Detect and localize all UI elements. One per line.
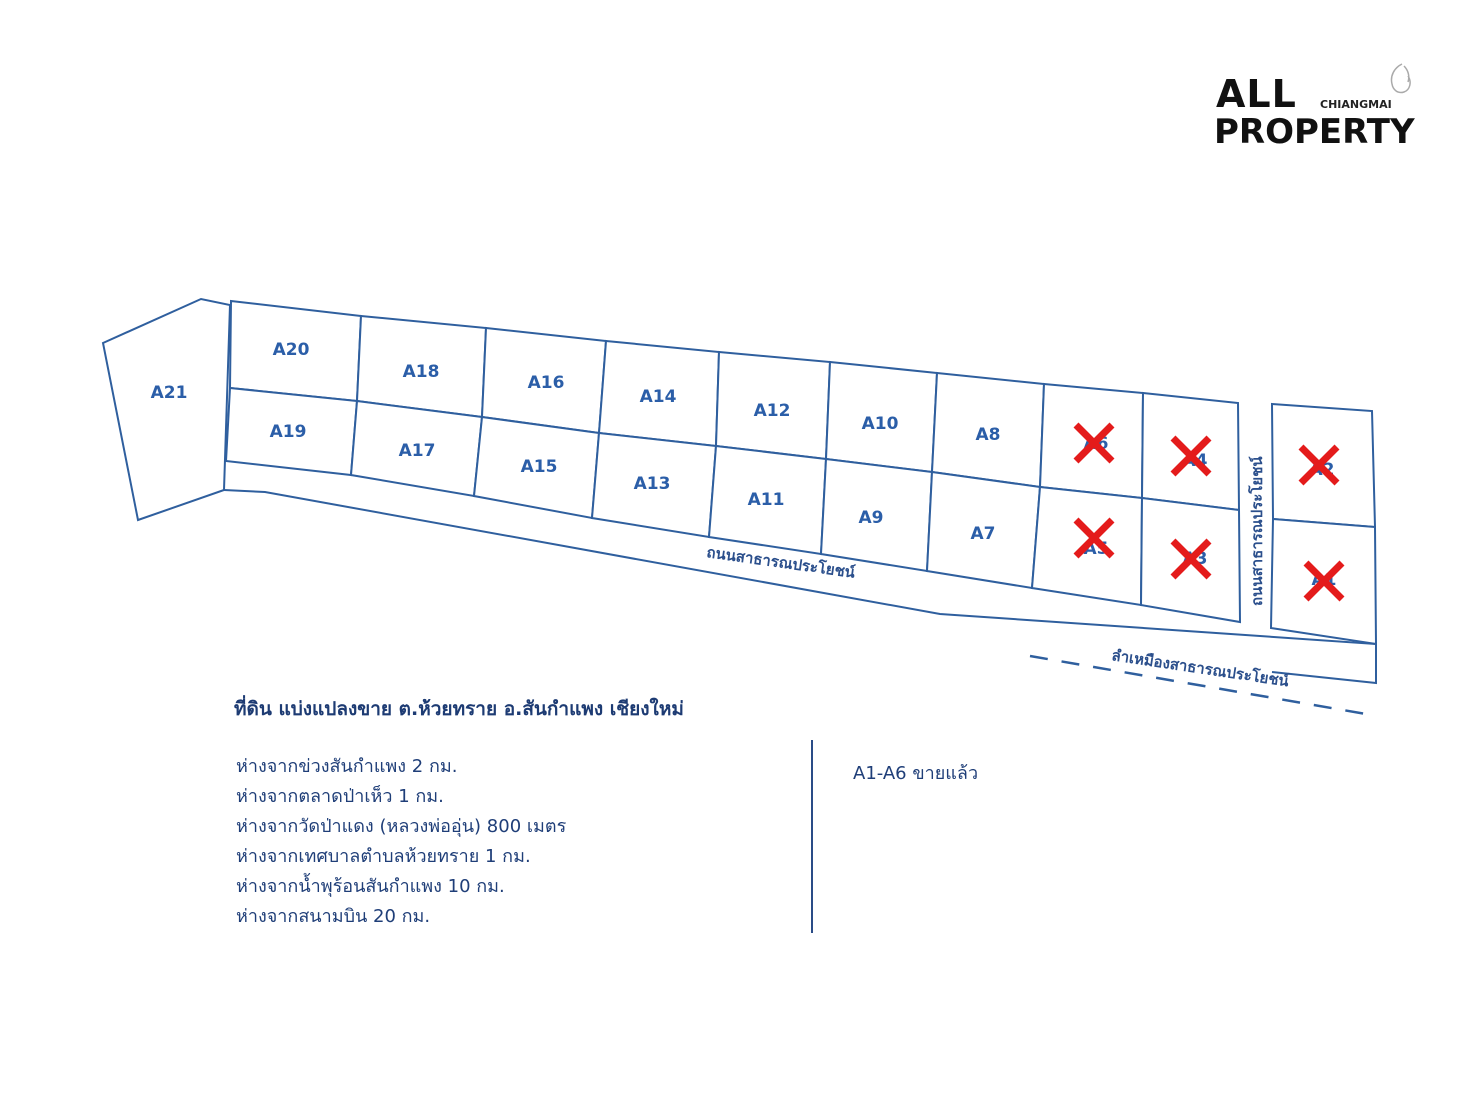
x-mark-icon (1170, 538, 1212, 580)
elephant-icon (1390, 63, 1411, 94)
plot-a21[interactable] (101, 297, 232, 522)
logo-line-all: ALL (1216, 72, 1297, 116)
canal-line (1029, 654, 1367, 716)
plot-label-a15: A15 (521, 457, 558, 477)
plot-label-a18: A18 (403, 362, 440, 382)
plot-label-a11: A11 (748, 490, 785, 510)
sold-note: A1-A6 ขายแล้ว (853, 763, 979, 784)
plot-label-a16: A16 (528, 373, 565, 393)
x-mark-icon (1303, 560, 1345, 602)
divider-line (811, 740, 813, 933)
sold-markers (1073, 422, 1345, 602)
brand-logo: ALL CHIANGMAI PROPERTY (1212, 62, 1422, 154)
x-mark-icon (1073, 517, 1115, 559)
road-label-side: ถนนสาธารณประโยชน์ (1247, 456, 1266, 606)
plot-labels: A21 A20 A19 A18 A17 A16 A15 A14 A13 A12 … (151, 340, 1337, 590)
distance-item: ห่างจากเทศบาลตำบลห้วยทราย 1 กม. (236, 846, 531, 867)
logo-line-property: PROPERTY (1214, 112, 1415, 152)
plot-label-a17: A17 (399, 441, 436, 461)
plot-label-a20: A20 (273, 340, 310, 360)
distance-item: ห่างจากตลาดป่าเห็ว 1 กม. (236, 786, 444, 807)
x-mark-icon (1073, 422, 1115, 464)
distance-item: ห่างจากวัดป่าแดง (หลวงพ่ออุ่น) 800 เมตร (236, 816, 567, 837)
listing-title: ที่ดิน แบ่งแปลงขาย ต.ห้วยทราย อ.สันกำแพง… (234, 698, 684, 720)
logo-city: CHIANGMAI (1320, 98, 1392, 111)
plot-shapes (101, 297, 1378, 646)
canal-label: ลำเหมืองสาธารณประโยชน์ (1110, 645, 1290, 690)
road-edge-south (223, 489, 1377, 685)
distance-item: ห่างจากน้ำพุร้อนสันกำแพง 10 กม. (236, 876, 505, 897)
plot-label-a10: A10 (862, 414, 899, 434)
x-mark-icon (1298, 444, 1340, 486)
distance-item: ห่างจากข่วงสันกำแพง 2 กม. (236, 756, 458, 777)
plot-label-a21: A21 (151, 383, 188, 403)
plot-label-a7: A7 (971, 524, 996, 544)
distance-list: ห่างจากข่วงสันกำแพง 2 กม. ห่างจากตลาดป่า… (236, 752, 566, 932)
plot-label-a13: A13 (634, 474, 671, 494)
plot-label-a8: A8 (976, 425, 1001, 445)
plot-label-a19: A19 (270, 422, 307, 442)
plot-label-a14: A14 (640, 387, 677, 407)
distance-item: ห่างจากสนามบิน 20 กม. (236, 906, 431, 927)
plot-label-a9: A9 (859, 508, 884, 528)
plot-label-a12: A12 (754, 401, 791, 421)
x-mark-icon (1170, 435, 1212, 477)
